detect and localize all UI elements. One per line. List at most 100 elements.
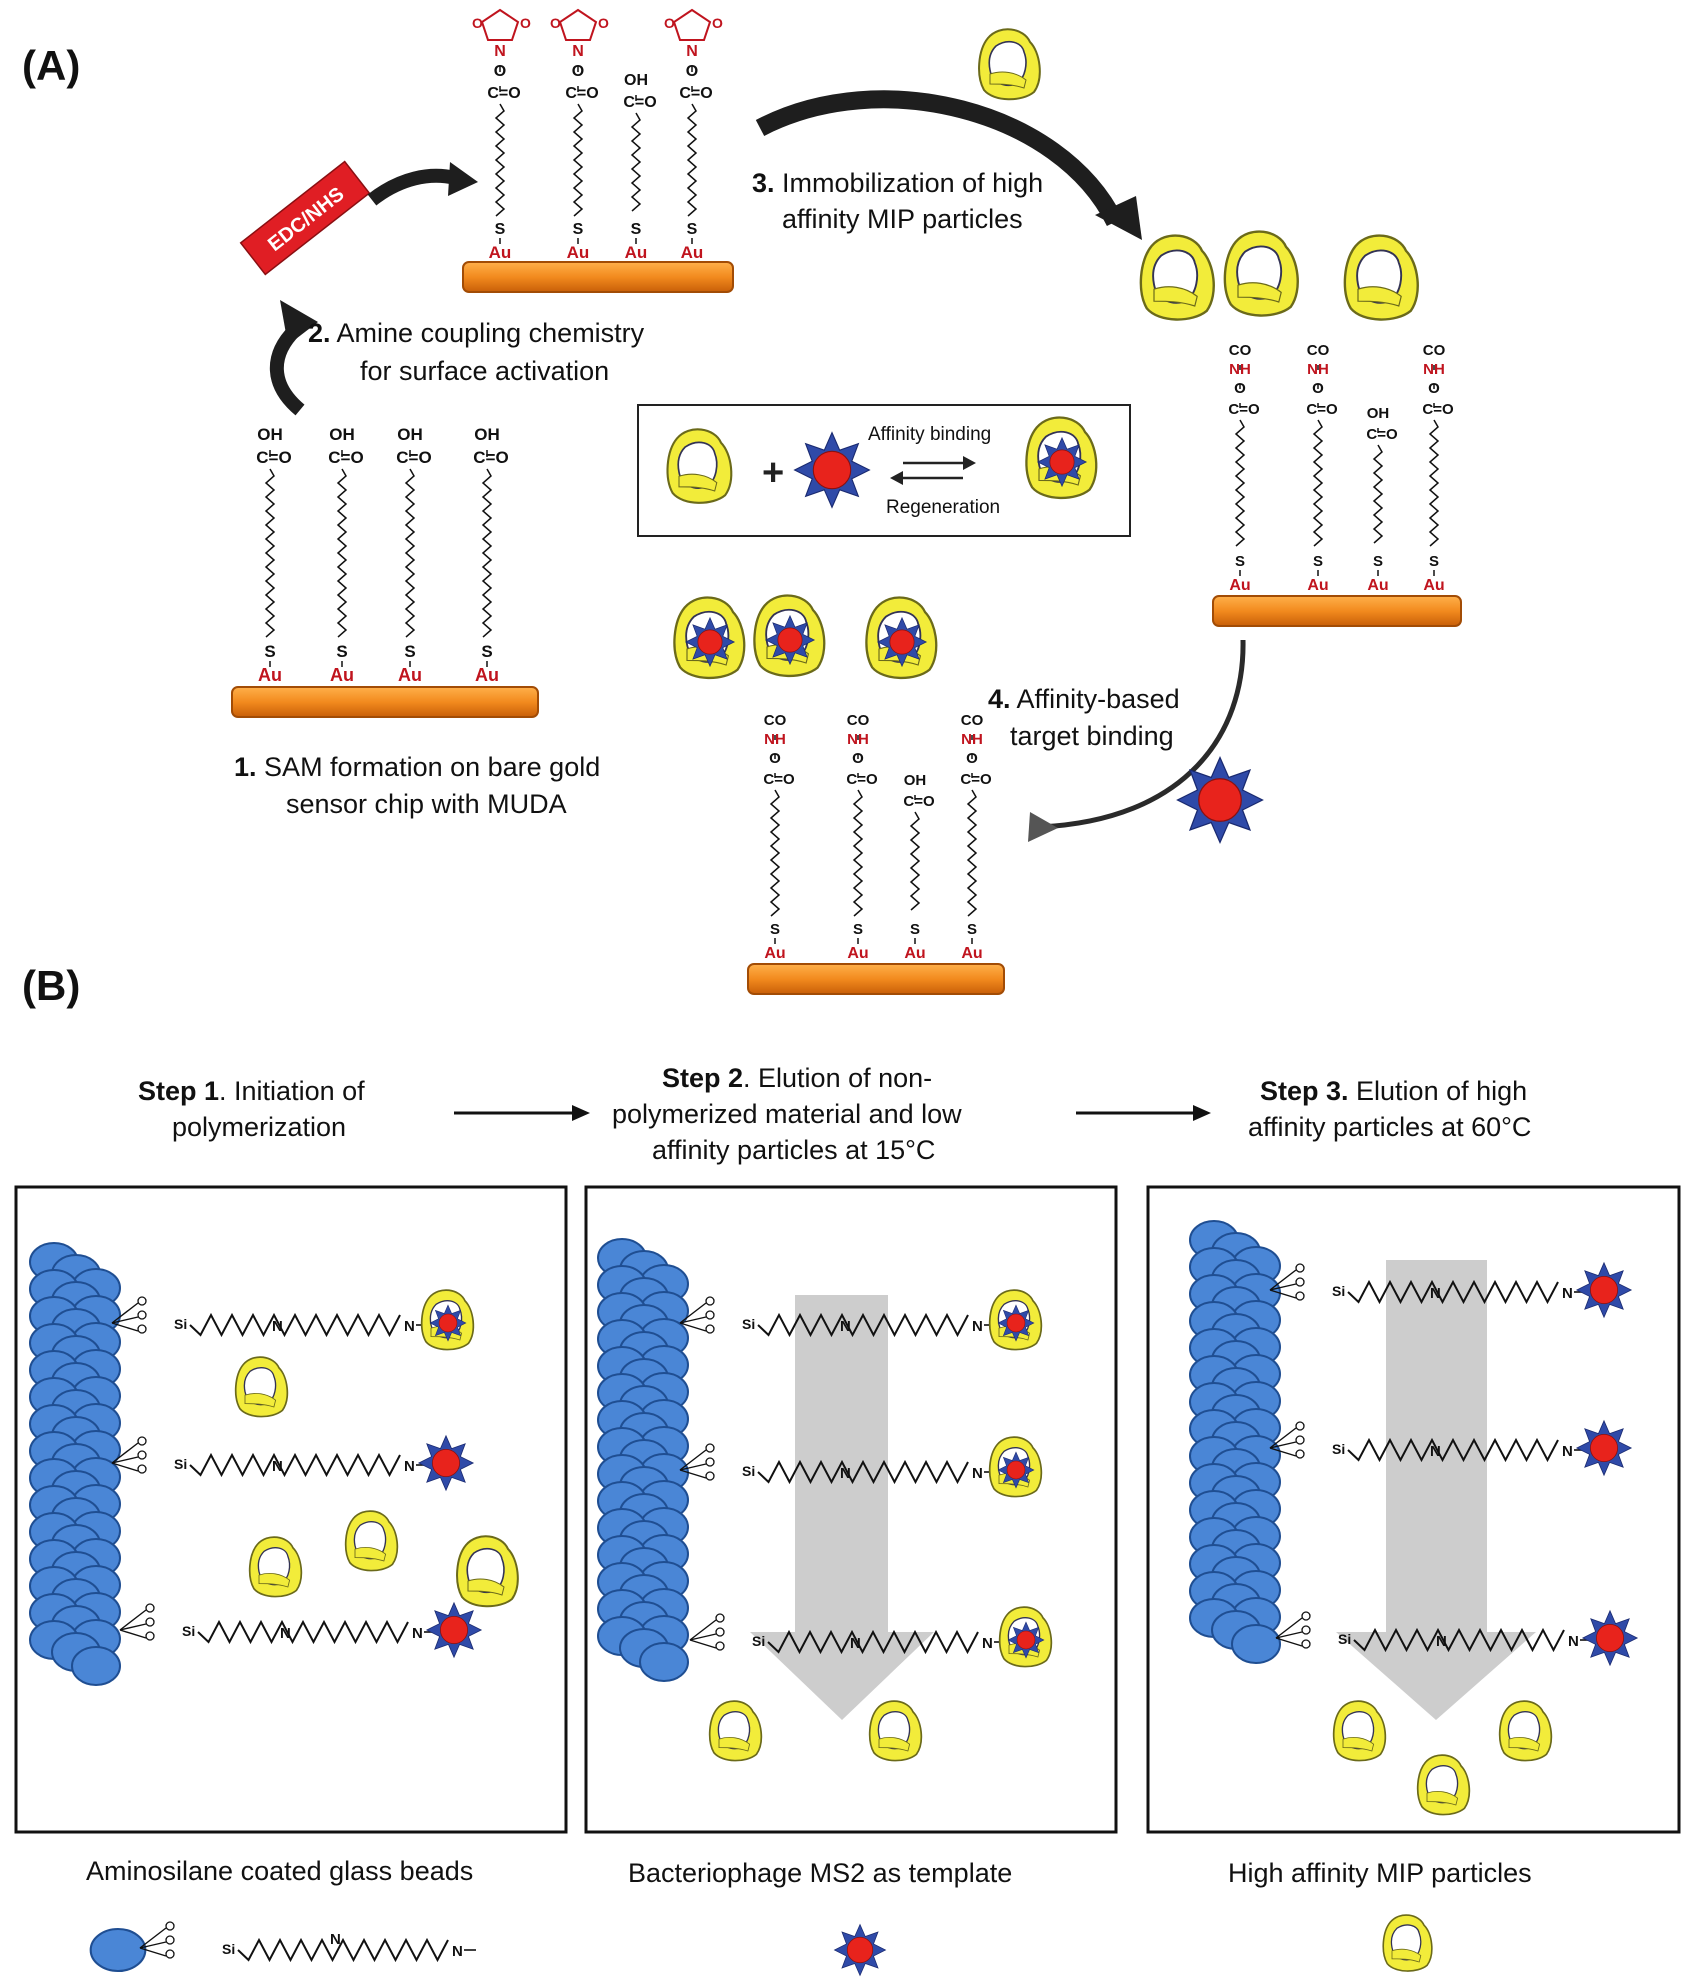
svg-text:Si: Si [1338, 1631, 1351, 1647]
svg-text:O: O [769, 750, 781, 767]
step2-caption: 2. Amine coupling chemistry for surface … [308, 318, 645, 386]
box3-linker-1: Si N N [1269, 1262, 1632, 1318]
svg-text:polymerized material and low: polymerized material and low [612, 1099, 962, 1129]
glass-bead-column-2 [597, 1238, 689, 1682]
svg-text:N: N [572, 43, 584, 60]
svg-text:S: S [631, 221, 642, 238]
legend-mip-icon [1382, 1914, 1433, 1972]
svg-text:affinity particles at 60°C: affinity particles at 60°C [1248, 1112, 1531, 1142]
svg-text:Si: Si [174, 1316, 187, 1332]
box1-linker-3: Si N N [119, 1602, 482, 1658]
svg-text:O: O [852, 750, 864, 767]
svg-text:C=O: C=O [328, 448, 363, 467]
svg-text:S: S [967, 921, 977, 938]
svg-text:C=O: C=O [396, 448, 431, 467]
svg-text:C=O: C=O [256, 448, 291, 467]
svg-text:C=O: C=O [623, 94, 656, 111]
svg-text:for surface activation: for surface activation [360, 356, 609, 386]
immobilized-mip-particles [1139, 230, 1419, 321]
svg-text:O: O [712, 15, 723, 31]
svg-text:S: S [853, 921, 863, 938]
svg-text:+: + [762, 452, 784, 494]
svg-text:N: N [1562, 1285, 1573, 1302]
box1-linker-2: Si N N [111, 1435, 474, 1491]
svg-text:N: N [1430, 1285, 1441, 1302]
svg-text:Si: Si [182, 1623, 195, 1639]
edc-nhs-tag: EDC/NHS [239, 160, 371, 276]
svg-text:N: N [404, 1458, 415, 1475]
svg-text:Si: Si [174, 1456, 187, 1472]
svg-text:C=O: C=O [1366, 426, 1398, 443]
svg-text:CO: CO [847, 712, 870, 729]
svg-text:N: N [280, 1625, 291, 1642]
svg-text:Step 3. Elution of high: Step 3. Elution of high [1260, 1076, 1527, 1106]
svg-text:C=O: C=O [487, 85, 520, 102]
svg-text:Au: Au [258, 665, 282, 685]
svg-text:C=O: C=O [473, 448, 508, 467]
svg-text:N: N [330, 1931, 341, 1948]
svg-text:Si: Si [1332, 1283, 1345, 1299]
svg-text:N: N [404, 1318, 415, 1335]
svg-text:NH: NH [764, 731, 786, 748]
svg-text:S: S [910, 921, 920, 938]
svg-text:S: S [336, 642, 347, 661]
svg-text:Au: Au [475, 665, 499, 685]
elution-arrow-60c [1336, 1260, 1536, 1720]
affinity-legend: + Affinity binding Regeneration [637, 404, 1131, 537]
svg-text:O: O [572, 63, 584, 80]
svg-text:Au: Au [1229, 577, 1250, 594]
step4-caption: 4. Affinity-based target binding [988, 684, 1180, 751]
svg-text:Au: Au [1423, 577, 1444, 594]
svg-text:N: N [686, 43, 698, 60]
svg-text:NH: NH [1307, 361, 1329, 378]
svg-text:N: N [1562, 1443, 1573, 1460]
svg-text:NH: NH [961, 731, 983, 748]
box3-linker-2: Si N N [1269, 1420, 1632, 1476]
svg-text:C=O: C=O [763, 771, 795, 788]
svg-text:affinity MIP particles: affinity MIP particles [782, 204, 1023, 234]
panel-b-label: (B) [22, 962, 80, 1009]
svg-text:Si: Si [1332, 1441, 1345, 1457]
svg-text:S: S [687, 221, 698, 238]
svg-text:N: N [272, 1458, 283, 1475]
svg-text:Affinity binding: Affinity binding [868, 424, 991, 445]
svg-text:C=O: C=O [565, 85, 598, 102]
svg-text:Au: Au [330, 665, 354, 685]
svg-text:S: S [404, 642, 415, 661]
svg-text:N: N [1430, 1443, 1441, 1460]
svg-text:S: S [1373, 553, 1383, 570]
legend-virus-icon [834, 1924, 886, 1976]
svg-text:N: N [1568, 1633, 1579, 1650]
step2-heading: Step 2. Elution of non- polymerized mate… [612, 1063, 962, 1165]
svg-text:N: N [412, 1625, 423, 1642]
svg-text:O: O [1312, 380, 1324, 397]
svg-text:C=O: C=O [1228, 401, 1260, 418]
arrow-edc [367, 168, 457, 206]
svg-text:CO: CO [1307, 342, 1330, 359]
svg-text:NH: NH [1423, 361, 1445, 378]
svg-text:C=O: C=O [960, 771, 992, 788]
svg-text:OH: OH [624, 72, 648, 89]
mip-immobilized-chip: CONHOC=OSAuCONHOC=OSAuOHC=OSAuCONHOC=OSA… [1212, 342, 1462, 627]
svg-text:S: S [770, 921, 780, 938]
caption-bacteriophage: Bacteriophage MS2 as template [628, 1858, 1012, 1888]
step3-heading: Step 3. Elution of high affinity particl… [1248, 1076, 1531, 1142]
svg-text:Au: Au [847, 945, 868, 962]
step1-heading: Step 1. Initiation of polymerization [138, 1076, 365, 1142]
svg-text:O: O [494, 63, 506, 80]
svg-text:Regeneration: Regeneration [886, 497, 1000, 518]
svg-text:NH: NH [1229, 361, 1251, 378]
glass-bead-column-3 [1189, 1220, 1281, 1664]
target-bound-mip-particles [674, 595, 936, 677]
svg-text:S: S [495, 221, 506, 238]
svg-text:N: N [840, 1465, 851, 1482]
svg-text:polymerization: polymerization [172, 1112, 346, 1142]
svg-text:S: S [1429, 553, 1439, 570]
svg-text:N: N [840, 1318, 851, 1335]
svg-text:OH: OH [257, 425, 283, 444]
svg-text:O: O [472, 15, 483, 31]
